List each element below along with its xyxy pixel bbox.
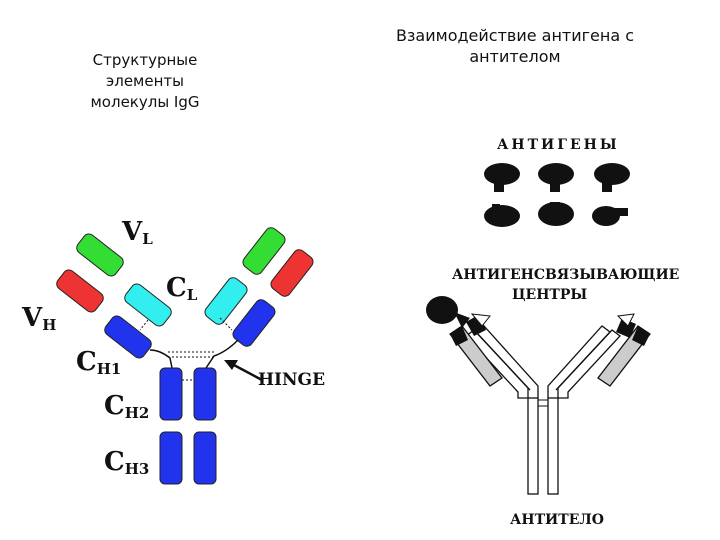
antigen-4: [484, 204, 520, 227]
label-binding-sites-line-2: ЦЕНТРЫ: [512, 287, 587, 303]
antigen-6: [592, 206, 628, 226]
label-antibody: АНТИТЕЛО: [510, 512, 604, 528]
label-vl: VL: [121, 217, 153, 248]
antigen-5: [538, 202, 574, 226]
label-cl: CL: [166, 273, 198, 304]
left-ch1-domain: [102, 314, 153, 361]
left-ch3-domain: [160, 432, 182, 484]
label-binding-sites-line-1: АНТИГЕНСВЯЗЫВАЮЩИЕ: [452, 267, 679, 283]
label-antigens: АНТИГЕНЫ: [497, 137, 620, 153]
left-vh-domain: [54, 268, 105, 315]
label-ch2: CH2: [104, 391, 149, 422]
label-ch1: CH1: [76, 347, 121, 378]
antigen-2: [538, 163, 574, 192]
right-ch3-domain: [194, 432, 216, 484]
antibody-stem-right: [548, 398, 558, 494]
left-disulfide: [140, 320, 148, 330]
bound-antigen: [426, 296, 470, 328]
antigen-3: [594, 163, 630, 192]
antigen-1: [484, 163, 520, 192]
label-ch3: CH3: [104, 447, 149, 478]
antibody-diagram: АНТИГЕНЫ АНТИГЕНСВЯЗЫВАЮЩИЕ ЦЕНТРЫ: [426, 137, 679, 528]
left-vl-domain: [74, 232, 125, 279]
antibody-right-heavy-arm-inner: [548, 326, 610, 398]
right-ch2-domain: [194, 368, 216, 420]
right-vl-domain: [241, 225, 288, 276]
igg-diagram: VL CL VH CH1 CH2 CH3 HINGE: [21, 217, 325, 484]
label-vh: VH: [21, 303, 56, 334]
hinge-left: [150, 350, 172, 368]
antibody-stem-left: [528, 398, 538, 494]
right-vh-domain: [269, 247, 316, 298]
right-cl-domain: [203, 275, 250, 326]
left-ch2-domain: [160, 368, 182, 420]
label-hinge: HINGE: [258, 370, 325, 390]
